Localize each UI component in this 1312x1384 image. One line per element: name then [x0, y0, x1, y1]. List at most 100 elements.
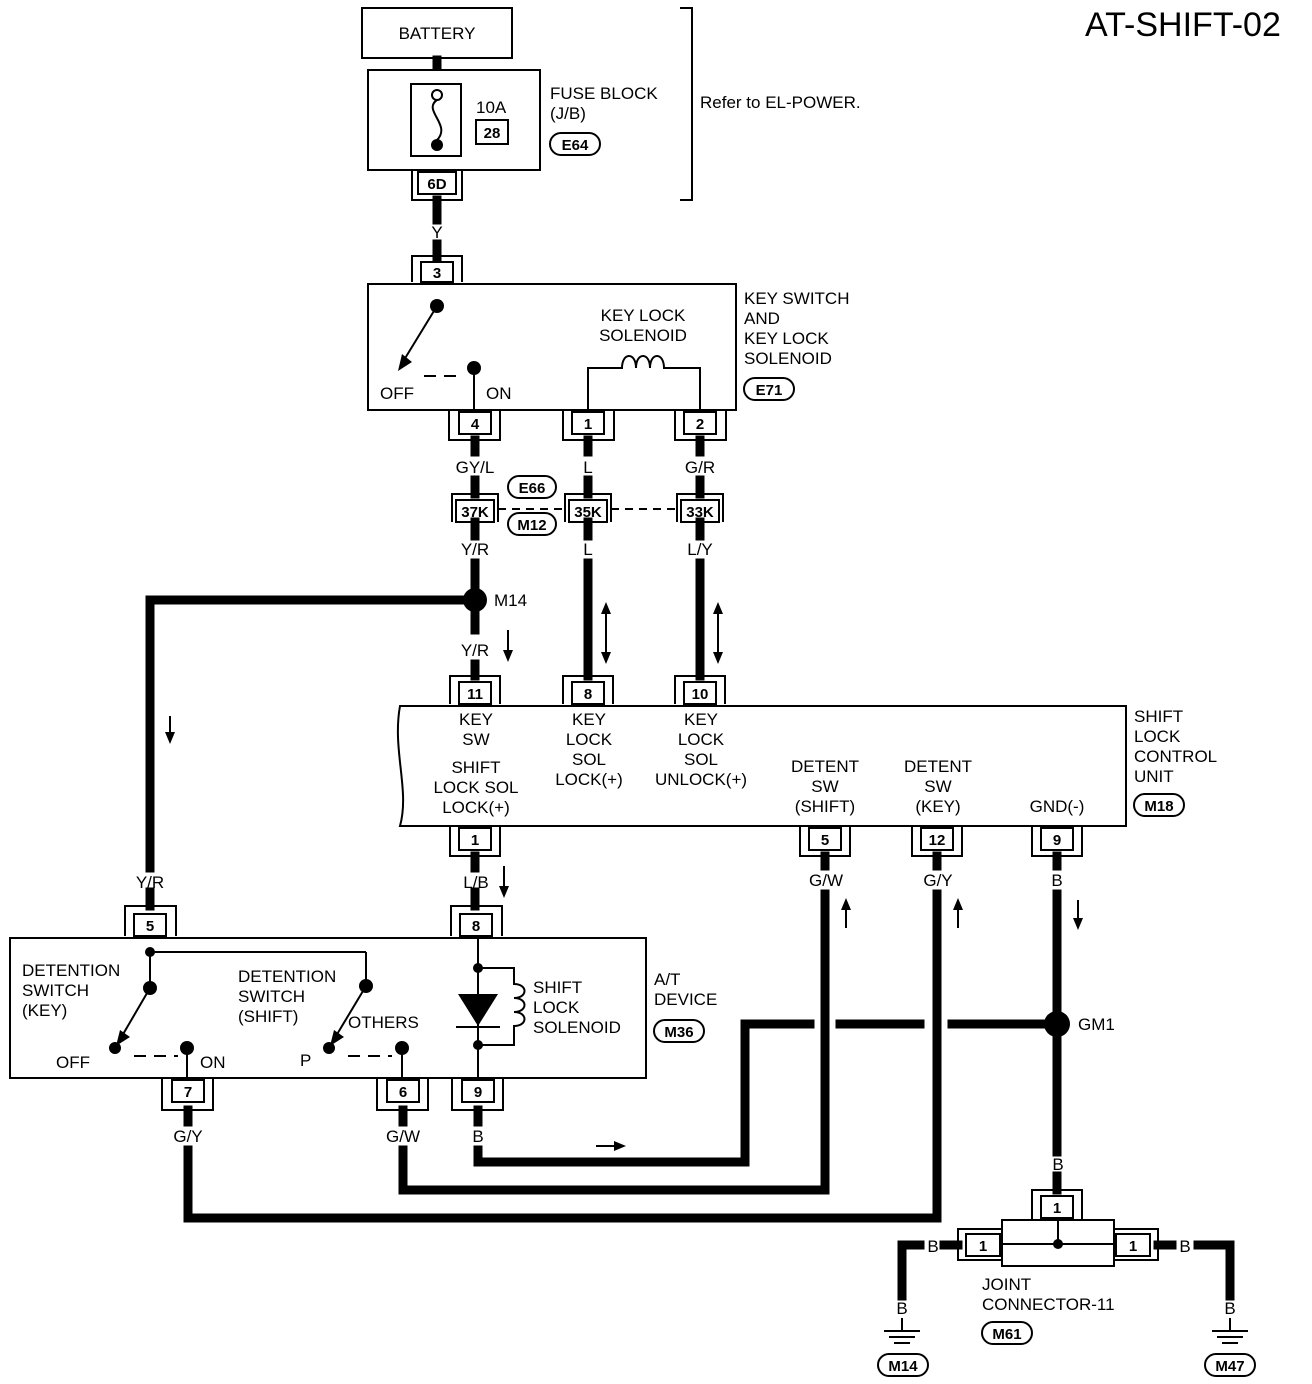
at-det-shift-1: DETENTION: [238, 967, 336, 986]
wire-gyl-label: GY/L: [456, 458, 495, 477]
unit-name-2: LOCK: [1134, 727, 1181, 746]
key-lock-solenoid-coil: [587, 355, 701, 410]
arrow-bgnd-head: [1073, 918, 1083, 930]
ground-m14-oval: [877, 1353, 929, 1377]
unit-pin-8: 8: [584, 686, 592, 703]
diagram-title: AT-SHIFT-02: [1085, 6, 1281, 44]
key-lock-sol-line2: SOLENOID: [599, 326, 687, 345]
joint-pin-left-box: [965, 1233, 1001, 1257]
joint-name-1: JOINT: [982, 1275, 1031, 1294]
wire-b-m14-label: B: [896, 1299, 907, 1318]
at-key-blade: [121, 987, 151, 1037]
unit-unlock-3: SOL: [684, 750, 718, 769]
unit-connector-oval: [1133, 793, 1185, 817]
key-switch-name-4: SOLENOID: [744, 349, 832, 368]
at-pin-6: 6: [399, 1084, 407, 1101]
unit-detent-key-1: DETENT: [904, 757, 972, 776]
joint-pin-left: 1: [979, 1238, 987, 1255]
at-det-key-3: (KEY): [22, 1001, 67, 1020]
at-shift-p: P: [300, 1051, 311, 1070]
unit-pin-8-box: [571, 681, 605, 705]
at-pin-7-box: [171, 1079, 205, 1103]
arrow-l-up: [601, 602, 611, 614]
unit-unlock-2: LOCK: [678, 730, 725, 749]
unit-name-3: CONTROL: [1134, 747, 1217, 766]
connector-6d: [417, 171, 457, 195]
battery-box: [361, 7, 513, 59]
fuse-terminal-top: [431, 89, 443, 101]
wire-yr1-label: Y/R: [461, 540, 489, 559]
at-sol-3: SOLENOID: [533, 1018, 621, 1037]
key-switch-off: OFF: [380, 384, 414, 403]
wire-gr-label: G/R: [685, 458, 715, 477]
unit-shift-lock-3: LOCK(+): [442, 798, 510, 817]
key-switch-box: [367, 283, 737, 411]
at-det-shift-2: SWITCH: [238, 987, 305, 1006]
ground-m47-label: M47: [1215, 1358, 1244, 1375]
pin-2: 2: [696, 416, 704, 433]
pin-1: 1: [584, 416, 592, 433]
at-shift-others: OTHERS: [348, 1013, 419, 1032]
harness-conn-top: E66: [519, 480, 546, 497]
refer-bracket: [680, 7, 693, 201]
connector-4: [458, 411, 492, 435]
at-det-key-1: DETENTION: [22, 961, 120, 980]
fuse-holder: [410, 83, 462, 157]
fuse-number: 28: [484, 125, 501, 142]
wire-b-left-label: B: [927, 1237, 938, 1256]
wire-gw-bottom: [398, 1145, 830, 1195]
wire-gy-right-label: G/Y: [923, 871, 952, 890]
unit-pin-10: 10: [692, 686, 709, 703]
key-lock-sol-line1: KEY LOCK: [601, 306, 686, 325]
at-name-2: DEVICE: [654, 990, 717, 1009]
ground-m14-label: M14: [888, 1358, 918, 1375]
arrow-lb-head: [499, 886, 509, 898]
fuse-element: [431, 99, 443, 141]
unit-pin-10-shell: [674, 675, 726, 704]
unit-lock-4: LOCK(+): [555, 770, 623, 789]
unit-pin-12: 12: [929, 832, 946, 849]
wire-ly-label: L/Y: [687, 540, 713, 559]
at-key-on: ON: [200, 1053, 226, 1072]
unit-pin-11-box: [458, 681, 492, 705]
arrow-ly-down: [713, 652, 723, 664]
at-pin-9-box: [461, 1079, 495, 1103]
at-connector-oval: [653, 1019, 705, 1043]
wire-lb-label: L/B: [463, 873, 489, 892]
at-key-arrow: [116, 1030, 130, 1046]
at-connector-id: M36: [664, 1024, 693, 1041]
at-device-box: [9, 937, 647, 1079]
key-switch-blade: [403, 305, 438, 361]
wire-yr-left-label: Y/R: [136, 873, 164, 892]
unit-pin-9-box: [1040, 827, 1074, 851]
harness-pin-33k: 33K: [686, 504, 714, 521]
at-sol-1: SHIFT: [533, 978, 582, 997]
unit-pin-11-shell: [449, 675, 501, 704]
unit-pin-11: 11: [467, 686, 483, 703]
at-pin-9: 9: [474, 1084, 482, 1101]
joint-pin-top: 1: [1053, 1200, 1061, 1217]
joint-name-2: CONNECTOR-11: [982, 1295, 1115, 1314]
unit-key-sw-2: SW: [462, 730, 489, 749]
key-switch-name-1: KEY SWITCH: [744, 289, 849, 308]
unit-key-sw-1: KEY: [459, 710, 493, 729]
arrow-l-down: [601, 652, 611, 664]
connector-3: [420, 261, 454, 283]
joint-junction: [1053, 1239, 1063, 1249]
key-switch-on: ON: [486, 384, 512, 403]
fuse-connector-id: E64: [562, 137, 589, 154]
wire-l-top-label: L: [583, 458, 592, 477]
unit-pin-1: 1: [471, 832, 479, 849]
wire-b-left: [897, 1240, 925, 1301]
joint-pin-right-box: [1115, 1233, 1151, 1257]
fuse-block-sub: (J/B): [550, 104, 586, 123]
arrow-gy-head: [953, 898, 963, 910]
unit-name-4: UNIT: [1134, 767, 1174, 786]
arrow-bat-head: [614, 1141, 626, 1151]
arrow-yr-left-head: [165, 732, 175, 744]
wire-gw-right-label: G/W: [809, 871, 843, 890]
unit-name-1: SHIFT: [1134, 707, 1183, 726]
connector-1: [571, 411, 605, 435]
unit-shift-lock-2: LOCK SOL: [433, 778, 518, 797]
unit-detent-key-3: (KEY): [915, 797, 960, 816]
